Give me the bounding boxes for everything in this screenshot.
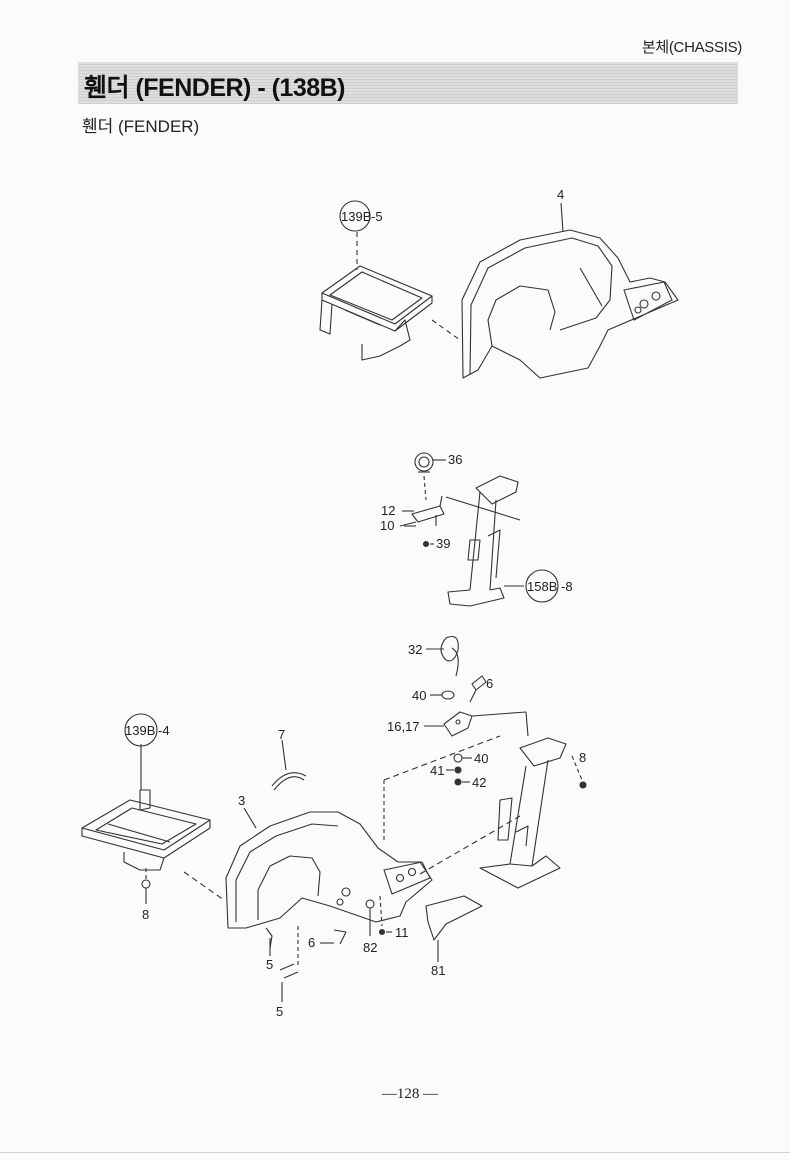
label-8-right: 8 xyxy=(579,750,586,765)
fender-stay-lower xyxy=(479,737,567,889)
label-36: 36 xyxy=(448,452,462,467)
seat-bracket-lower xyxy=(81,789,211,871)
ref-139b-4: 139B xyxy=(125,723,155,738)
label-32: 32 xyxy=(408,642,422,657)
label-5-lower: 5 xyxy=(276,1004,283,1019)
page-number: —128 — xyxy=(381,1086,439,1102)
ref-139b-5: 139B xyxy=(341,209,371,224)
page-subtitle: 휀더 (FENDER) xyxy=(82,117,200,136)
fender-upper xyxy=(461,229,679,379)
label-41: 41 xyxy=(430,763,444,778)
label-8-left: 8 xyxy=(142,907,149,922)
label-40-upper: 40 xyxy=(412,688,426,703)
ref-badge-139b-5[interactable]: 139B -5 xyxy=(339,200,383,232)
ref-158b-8-suffix: -8 xyxy=(561,579,573,594)
lamp-32 xyxy=(440,635,459,677)
label-3: 3 xyxy=(238,793,245,808)
label-4: 4 xyxy=(557,187,564,202)
label-81: 81 xyxy=(431,963,445,978)
lamp-36 xyxy=(414,452,434,473)
page-title: 휀더 (FENDER) - (138B) xyxy=(84,74,346,102)
label-6-bottom: 6 xyxy=(308,935,315,950)
bottom-rule xyxy=(0,1152,790,1153)
section-tag: 본체(CHASSIS) xyxy=(641,39,742,56)
ref-158b-8: 158B xyxy=(527,579,557,594)
label-6-top: 6 xyxy=(486,676,493,691)
label-5-upper: 5 xyxy=(266,957,273,972)
label-10: 10 xyxy=(380,518,394,533)
fender-stay xyxy=(447,475,519,607)
ref-badge-158b-8[interactable]: 158B -8 xyxy=(525,569,573,603)
label-40-lower: 40 xyxy=(474,751,488,766)
label-11: 11 xyxy=(395,925,409,940)
label-7: 7 xyxy=(278,727,285,742)
ref-139b-4-suffix: -4 xyxy=(158,723,170,738)
lamp-bracket-12 xyxy=(411,495,445,526)
label-82: 82 xyxy=(363,940,377,955)
label-42: 42 xyxy=(472,775,486,790)
ref-badge-139b-4[interactable]: 139B -4 xyxy=(124,713,170,747)
fender-lower xyxy=(225,811,433,929)
label-12: 12 xyxy=(381,503,395,518)
title-band: 휀더 (FENDER) - (138B) xyxy=(78,62,738,104)
label-39: 39 xyxy=(436,536,450,551)
ref-139b-5-suffix: -5 xyxy=(371,209,383,224)
label-16-17: 16,17 xyxy=(387,719,420,734)
seat-bracket-upper xyxy=(319,265,433,361)
